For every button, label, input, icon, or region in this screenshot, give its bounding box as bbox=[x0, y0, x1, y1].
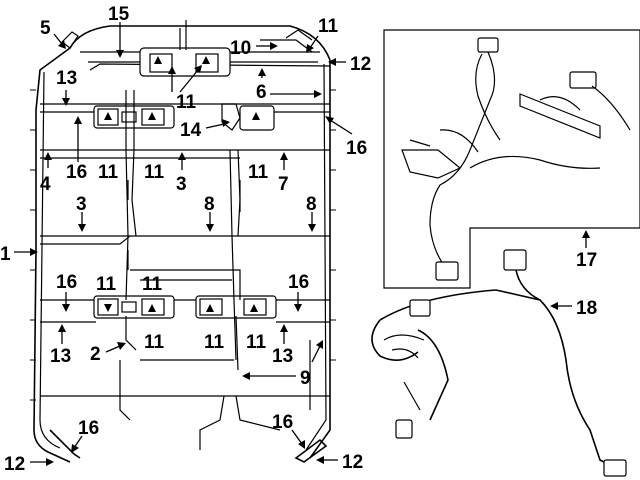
callout-18: 18 bbox=[576, 298, 597, 319]
callout-leaders bbox=[14, 22, 590, 466]
callout-11-a: 11 bbox=[176, 92, 197, 113]
callout-16-lower-left: 16 bbox=[56, 272, 77, 293]
callout-11-h: 11 bbox=[246, 332, 267, 353]
callout-11-c: 11 bbox=[144, 162, 165, 183]
callout-2: 2 bbox=[90, 344, 101, 365]
callout-8-left: 8 bbox=[204, 194, 215, 215]
inset-border bbox=[383, 29, 640, 289]
callout-8-right: 8 bbox=[306, 194, 317, 215]
callout-13-lower-left: 13 bbox=[50, 346, 71, 367]
callout-17: 17 bbox=[576, 250, 597, 271]
inset-harness-17 bbox=[383, 29, 640, 289]
callout-3-left: 3 bbox=[76, 194, 87, 215]
harness-18 bbox=[371, 249, 627, 477]
callout-15: 15 bbox=[108, 4, 130, 25]
callout-labels: 1 2 3 3 4 5 6 7 8 8 9 10 11 11 11 11 11 … bbox=[0, 4, 597, 475]
callout-11-d: 11 bbox=[248, 162, 269, 183]
callout-12-bottom-right: 12 bbox=[342, 452, 363, 473]
callout-7: 7 bbox=[278, 174, 289, 195]
callout-11-i: 11 bbox=[142, 274, 163, 295]
callout-11-b: 11 bbox=[98, 162, 119, 183]
callout-13-upper: 13 bbox=[56, 68, 77, 89]
callout-13-lower-right: 13 bbox=[272, 346, 293, 367]
callout-12-bottom-left: 12 bbox=[4, 454, 25, 475]
callout-10: 10 bbox=[230, 38, 251, 59]
callout-16-bottom-right: 16 bbox=[272, 412, 293, 433]
callout-11-f: 11 bbox=[144, 332, 165, 353]
callout-6: 6 bbox=[256, 82, 267, 103]
callout-16-upper-right: 16 bbox=[346, 138, 367, 159]
callout-9: 9 bbox=[300, 368, 311, 389]
callout-11-g: 11 bbox=[204, 332, 225, 353]
callout-4: 4 bbox=[40, 174, 51, 195]
callout-12-top: 12 bbox=[350, 54, 371, 75]
callout-16-bottom-left: 16 bbox=[78, 418, 99, 439]
callout-3-center: 3 bbox=[176, 174, 187, 195]
callout-11-e: 11 bbox=[96, 274, 117, 295]
callout-1: 1 bbox=[0, 244, 11, 265]
callout-14: 14 bbox=[180, 120, 202, 141]
callout-11-top-right: 11 bbox=[318, 16, 339, 37]
callout-5: 5 bbox=[40, 18, 51, 39]
callout-16-lower-right: 16 bbox=[288, 272, 309, 293]
callout-16-upper-left: 16 bbox=[66, 162, 87, 183]
